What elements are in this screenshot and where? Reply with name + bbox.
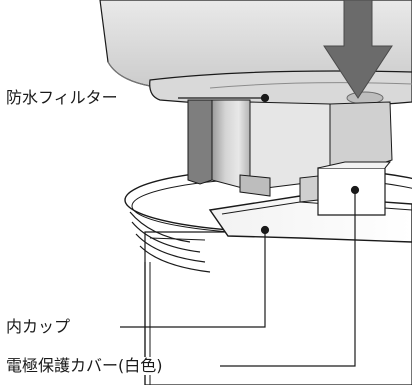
waterproof-filter-label: 防水フィルター [6,88,120,107]
filter-body [187,99,393,203]
inner-cup-label: 内カップ [6,317,73,336]
down-arrow-icon [323,0,393,99]
leader-lines [120,93,360,367]
electrode-cover-label: 電極保護カバー(白色) [6,356,165,375]
